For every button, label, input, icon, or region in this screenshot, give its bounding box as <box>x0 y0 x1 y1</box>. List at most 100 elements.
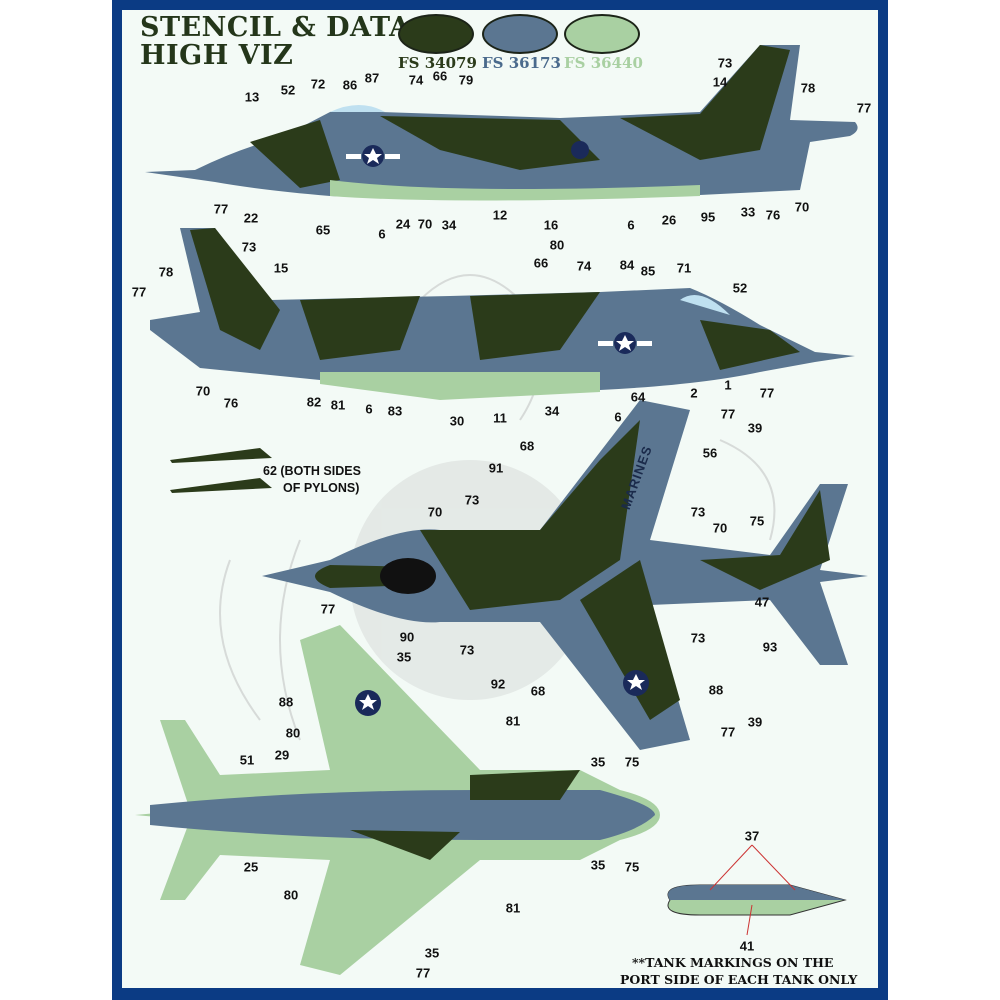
callout-number: 34 <box>441 217 457 233</box>
tank-note: **TANK MARKINGS ON THE PORT SIDE OF EACH… <box>620 954 857 988</box>
side-view-port <box>150 228 855 400</box>
callout-number: 16 <box>543 217 559 233</box>
callout-number: 15 <box>273 260 289 276</box>
callout-number: 70 <box>427 504 443 520</box>
sheet-title: STENCIL & DATA HIGH VIZ <box>140 14 411 70</box>
callout-number: 30 <box>449 413 465 429</box>
callout-number: 95 <box>700 209 716 225</box>
callout-number: 12 <box>492 207 508 223</box>
callout-number: 73 <box>464 492 480 508</box>
callout-number: 6 <box>378 226 386 242</box>
color-label-fs36440: FS 36440 <box>564 54 643 72</box>
callout-number: 77 <box>856 100 872 116</box>
callout-number: 87 <box>364 70 380 86</box>
callout-number: 35 <box>424 945 440 961</box>
callout-number: 51 <box>239 752 255 768</box>
callout-number: 34 <box>544 403 560 419</box>
callout-number: 88 <box>708 682 724 698</box>
callout-number: 13 <box>244 89 260 105</box>
pylon-drawing-1 <box>170 448 272 463</box>
callout-number: 39 <box>747 714 763 730</box>
callout-number: 77 <box>320 601 336 617</box>
callout-number: 78 <box>800 80 816 96</box>
callout-number: 76 <box>223 395 239 411</box>
callout-number: 33 <box>740 204 756 220</box>
callout-number: 70 <box>417 216 433 232</box>
callout-number: 80 <box>285 725 301 741</box>
callout-number: 41 <box>739 938 755 954</box>
bottom-view <box>135 625 660 975</box>
callout-number: 88 <box>278 694 294 710</box>
callout-number: 93 <box>762 639 778 655</box>
callout-number: 1 <box>724 377 732 393</box>
callout-number: 77 <box>759 385 775 401</box>
callout-number: 37 <box>744 828 760 844</box>
callout-number: 70 <box>712 520 728 536</box>
callout-number: 74 <box>576 258 592 274</box>
callout-number: 25 <box>243 859 259 875</box>
callout-number: 66 <box>533 255 549 271</box>
color-label-fs34079: FS 34079 <box>398 54 477 72</box>
callout-number: 77 <box>720 724 736 740</box>
callout-number: 80 <box>549 237 565 253</box>
callout-number: 79 <box>458 72 474 88</box>
callout-number: 73 <box>690 630 706 646</box>
callout-number: 78 <box>158 264 174 280</box>
callout-number: 70 <box>794 199 810 215</box>
callout-number: 77 <box>415 965 431 981</box>
callout-number: 81 <box>505 713 521 729</box>
callout-number: 85 <box>640 263 656 279</box>
callout-number: 35 <box>590 857 606 873</box>
callout-number: 83 <box>387 403 403 419</box>
callout-number: 11 <box>493 410 507 426</box>
color-label-fs36173: FS 36173 <box>482 54 561 72</box>
callout-number: 82 <box>306 394 322 410</box>
callout-number: 29 <box>274 747 290 763</box>
callout-number: 35 <box>590 754 606 770</box>
callout-number: 84 <box>619 257 635 273</box>
callout-number: 76 <box>765 207 781 223</box>
callout-number: 14 <box>712 74 728 90</box>
callout-number: 26 <box>661 212 677 228</box>
callout-number: 72 <box>310 76 326 92</box>
callout-number: 92 <box>490 676 506 692</box>
callout-number: 6 <box>365 401 373 417</box>
callout-number: 70 <box>195 383 211 399</box>
callout-number: 73 <box>459 642 475 658</box>
callout-number: 81 <box>330 397 346 413</box>
side-view-starboard <box>145 45 858 201</box>
callout-number: 71 <box>676 260 692 276</box>
callout-number: 52 <box>280 82 296 98</box>
callout-number: 2 <box>690 385 698 401</box>
pylon-drawing-2 <box>170 478 272 493</box>
title-line-1: STENCIL & DATA <box>140 12 411 43</box>
callout-number: 86 <box>342 77 358 93</box>
callout-number: 90 <box>399 629 415 645</box>
callout-number: 75 <box>749 513 765 529</box>
callout-number: 77 <box>131 284 147 300</box>
callout-number: 24 <box>395 216 411 232</box>
callout-number: 77 <box>720 406 736 422</box>
callout-number: 68 <box>530 683 546 699</box>
pylon-note: 62 (BOTH SIDES OF PYLONS) <box>263 463 361 497</box>
callout-number: 75 <box>624 754 640 770</box>
callout-number: 77 <box>213 201 229 217</box>
callout-number: 73 <box>690 504 706 520</box>
callout-number: 80 <box>283 887 299 903</box>
callout-number: 64 <box>630 389 646 405</box>
callout-number: 91 <box>488 460 504 476</box>
callout-number: 39 <box>747 420 763 436</box>
tank-note-line-1: **TANK MARKINGS ON THE <box>632 955 834 970</box>
callout-number: 73 <box>241 239 257 255</box>
callout-number: 6 <box>627 217 635 233</box>
pylon-note-line-1: 62 (BOTH SIDES <box>263 464 361 478</box>
callout-number: 35 <box>396 649 412 665</box>
tank-note-line-2: PORT SIDE OF EACH TANK ONLY <box>620 972 858 987</box>
pylon-note-line-2: OF PYLONS) <box>283 481 360 495</box>
color-swatch-fs36440 <box>564 14 640 54</box>
callout-number: 66 <box>432 68 448 84</box>
callout-number: 56 <box>702 445 718 461</box>
top-view <box>262 400 868 750</box>
callout-number: 47 <box>754 594 770 610</box>
